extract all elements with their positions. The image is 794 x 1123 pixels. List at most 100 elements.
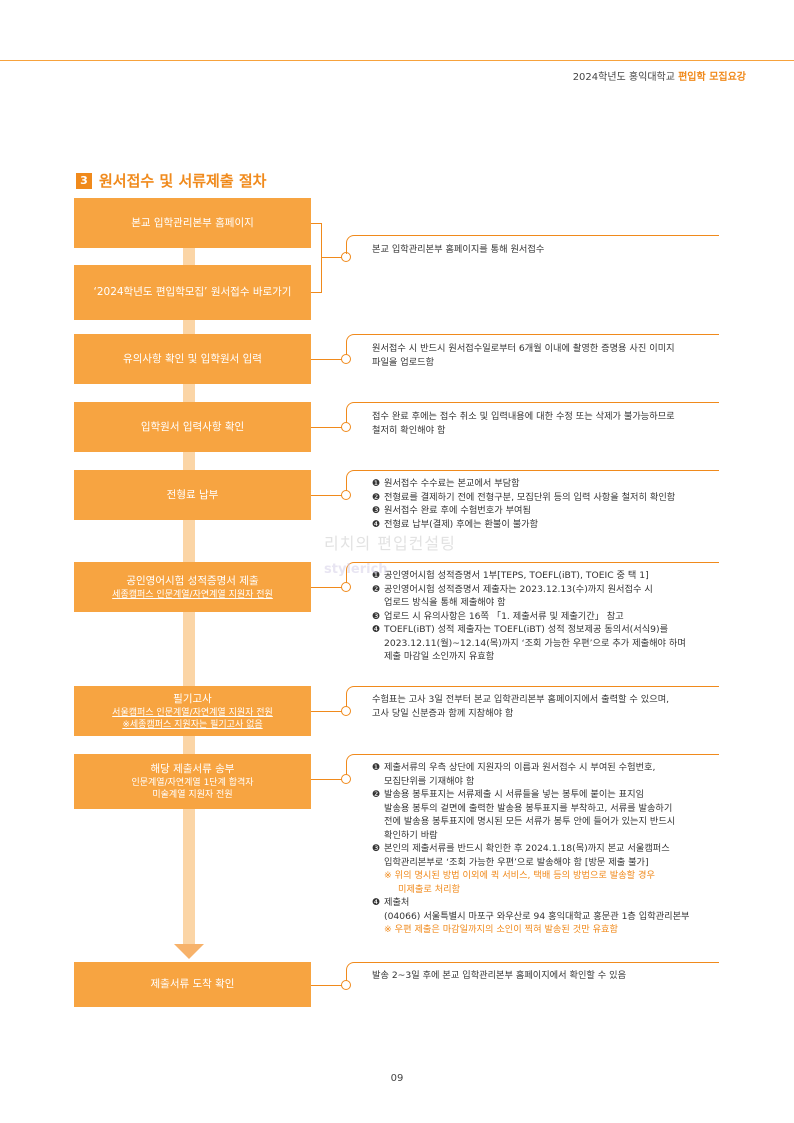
- page-number: 09: [390, 1073, 404, 1084]
- item-text: 업로드 방식을 통해 제출해야 함: [384, 597, 506, 608]
- step-subtitle: 서울캠퍼스 인문계열/자연계열 지원자 전원: [112, 707, 273, 718]
- desc-bracket: [346, 334, 719, 355]
- connector: [311, 427, 342, 428]
- connector: [311, 359, 342, 360]
- item-text: 원서접수 수수료는 본교에서 부담함: [384, 478, 520, 489]
- section-heading: 3 원서접수 및 서류제출 절차: [76, 170, 266, 191]
- item-text: 전에 발송용 봉투표지에 명시된 모든 서류가 봉투 안에 들어가 있는지 반드…: [384, 816, 676, 827]
- note: ※ 우편 제출은 마감일까지의 소인이 찍혀 발송된 것만 유효함: [372, 923, 690, 937]
- step-title: 필기고사: [173, 692, 212, 705]
- item-text: 발송용 봉투의 겉면에 출력한 발송용 봉투표지를 부착하고, 서류를 발송하기: [384, 802, 673, 814]
- item-text: 제출서류의 우측 상단에 지원자의 이름과 원서접수 시 부여된 수험번호,: [384, 762, 656, 773]
- step-input-application: 유의사항 확인 및 입학원서 입력: [74, 334, 311, 384]
- watermark-text: stylerich: [324, 562, 388, 577]
- step-title: ‘2024학년도 편입학모집’ 원서접수 바로가기: [93, 286, 292, 298]
- step-written-exam: 필기고사 서울캠퍼스 인문계열/자연계열 지원자 전원 ※세종캠퍼스 지원자는 …: [74, 686, 311, 736]
- connector-dot: [341, 582, 351, 592]
- step-title: 공인영어시험 성적증명서 제출: [126, 574, 259, 587]
- step-apply-link: ‘2024학년도 편입학모집’ 원서접수 바로가기: [74, 265, 311, 320]
- item-number: ❸: [372, 610, 381, 622]
- desc-bracket: [346, 962, 719, 981]
- desc-written-exam: 수험표는 고사 3일 전부터 본교 입학관리본부 홈페이지에서 출력할 수 있으…: [372, 693, 669, 720]
- note-text: ※ 위의 명시된 방법 이외에 퀵 서비스, 택배 등의 방법으로 발송할 경우: [384, 870, 655, 881]
- item-number: ❶: [372, 478, 381, 489]
- item-text: 전형료 납부(결제) 후에는 환불이 불가함: [384, 518, 539, 530]
- connector: [321, 223, 322, 293]
- item-text: 제출처: [384, 897, 410, 908]
- item-text: 발송용 봉투표지는 서류제출 시 서류들을 넣는 봉투에 붙이는 표지임: [384, 789, 645, 800]
- step-pay-fee: 전형료 납부: [74, 470, 311, 520]
- step-title: 입학원서 입력사항 확인: [140, 420, 245, 433]
- connector: [311, 292, 321, 293]
- step-subtitle-note: ※세종캠퍼스 지원자는 필기고사 없음: [122, 719, 263, 730]
- desc-text: 발송 2~3일 후에 본교 입학관리본부 홈페이지에서 확인할 수 있음: [372, 970, 627, 981]
- desc-text: 고사 당일 신분증과 함께 지참해야 함: [372, 707, 514, 719]
- step-subtitle: 인문계열/자연계열 1단계 합격자: [131, 778, 254, 788]
- item-text: 공인영어시험 성적증명서 1부[TEPS, TOEFL(iBT), TOEIC …: [384, 570, 649, 581]
- step-send-documents: 해당 제출서류 송부 인문계열/자연계열 1단계 합격자 미술계열 지원자 전원: [74, 754, 311, 809]
- connector: [311, 711, 342, 712]
- step-subtitle: 미술계열 지원자 전원: [152, 790, 233, 800]
- desc-text: 수험표는 고사 3일 전부터 본교 입학관리본부 홈페이지에서 출력할 수 있으…: [372, 694, 670, 705]
- desc-text: 파일을 업로드함: [372, 356, 435, 368]
- item-text: TOEFL(iBT) 성적 제출자는 TOEFL(iBT) 성적 정보제공 동의…: [384, 624, 669, 635]
- item-text: (04066) 서울특별시 마포구 와우산로 94 홍익대학교 홍문관 1층 입…: [384, 910, 690, 922]
- desc-text: 접수 완료 후에는 접수 취소 및 입력내용에 대한 수정 또는 삭제가 불가능…: [372, 411, 675, 422]
- item-number: ❶: [372, 762, 381, 773]
- connector-dot: [341, 354, 351, 364]
- item-text: 입학관리본부로 ‘조회 가능한 우편’으로 발송해야 함 [방문 제출 불가]: [384, 856, 649, 868]
- flow-arrow-head: [174, 944, 204, 959]
- step-verify-application: 입학원서 입력사항 확인: [74, 402, 311, 452]
- connector: [311, 587, 342, 588]
- desc-bracket: [346, 562, 719, 583]
- item-number: ❸: [372, 505, 381, 516]
- connector-dot: [341, 774, 351, 784]
- step-title: 전형료 납부: [166, 488, 219, 501]
- page-header: 2024학년도 홍익대학교 편입학 모집요강: [573, 68, 746, 83]
- step-title: 해당 제출서류 송부: [150, 763, 235, 775]
- item-number: ❹: [372, 518, 381, 530]
- desc-bracket: [346, 235, 719, 254]
- desc-bracket: [346, 754, 719, 775]
- connector-dot: [341, 422, 351, 432]
- desc-text: 원서접수 시 반드시 원서접수일로부터 6개월 이내에 촬영한 증명용 사진 이…: [372, 343, 675, 354]
- desc-input-application: 원서접수 시 반드시 원서접수일로부터 6개월 이내에 촬영한 증명용 사진 이…: [372, 342, 675, 369]
- item-number: ❸: [372, 843, 381, 854]
- item-number: ❶: [372, 570, 381, 581]
- desc-text: 본교 입학관리본부 홈페이지를 통해 원서접수: [372, 244, 545, 255]
- item-number: ❹: [372, 624, 381, 635]
- item-number: ❷: [372, 583, 381, 595]
- step-title: 제출서류 도착 확인: [150, 978, 235, 990]
- step-subtitle: 세종캠퍼스 인문계열/자연계열 지원자 전원: [112, 589, 273, 600]
- step-title: 유의사항 확인 및 입학원서 입력: [123, 352, 262, 365]
- item-text: 본인의 제출서류를 반드시 확인한 후 2024.1.18(목)까지 본교 서울…: [384, 843, 670, 854]
- item-text: 원서접수 완료 후에 수험번호가 부여됨: [384, 505, 531, 516]
- desc-bracket: [346, 470, 719, 491]
- connector: [311, 985, 342, 986]
- note-text: 미제출로 처리함: [398, 883, 461, 895]
- step-english-score: 공인영어시험 성적증명서 제출 세종캠퍼스 인문계열/자연계열 지원자 전원: [74, 562, 311, 612]
- watermark-text: 리치의 편입컨설팅: [324, 534, 456, 553]
- item-text: 모집단위를 기재해야 함: [384, 775, 475, 787]
- connector: [311, 779, 342, 780]
- desc-verify-application: 접수 완료 후에는 접수 취소 및 입력내용에 대한 수정 또는 삭제가 불가능…: [372, 410, 675, 437]
- connector-dot: [341, 490, 351, 500]
- step-confirm-arrival: 제출서류 도착 확인: [74, 962, 311, 1007]
- item-text: 2023.12.11(월)~12.14(목)까지 ‘조회 가능한 우편’으로 추…: [384, 637, 686, 649]
- connector-dot: [341, 706, 351, 716]
- item-text: 확인하기 바람: [384, 829, 438, 841]
- note-text: ※ 우편 제출은 마감일까지의 소인이 찍혀 발송된 것만 유효함: [384, 924, 618, 935]
